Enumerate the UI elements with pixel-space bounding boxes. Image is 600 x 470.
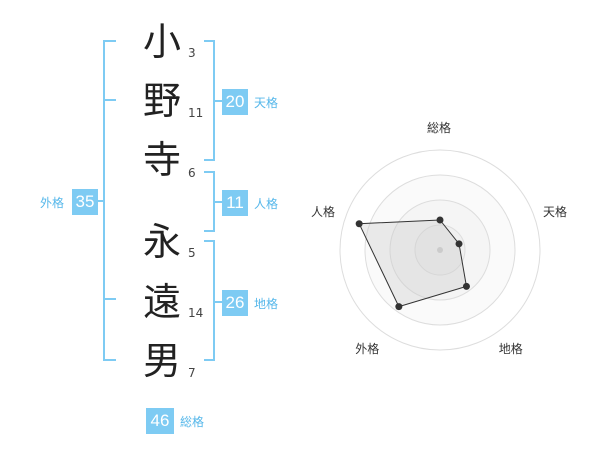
stroke-count-5: 14 bbox=[188, 306, 204, 320]
tenkaku-value: 20 bbox=[222, 89, 248, 115]
stroke-count-1: 3 bbox=[188, 46, 196, 60]
radar-axis-label-2: 天格 bbox=[543, 205, 568, 220]
soukaku-value: 46 bbox=[146, 408, 174, 434]
tenkaku-label: 天格 bbox=[254, 96, 279, 110]
radar-point-2 bbox=[455, 240, 463, 248]
soukaku-label: 総格 bbox=[180, 415, 205, 429]
radar-axis-label-1: 総格 bbox=[427, 121, 452, 135]
name-char-5: 遠 bbox=[142, 280, 181, 324]
radar-center bbox=[437, 247, 443, 253]
chikaku-bracket bbox=[204, 240, 215, 361]
name-char-3: 寺 bbox=[142, 138, 181, 182]
stroke-count-4: 5 bbox=[188, 246, 196, 260]
radar-point-5 bbox=[355, 220, 363, 228]
jinkaku-label: 人格 bbox=[254, 197, 279, 211]
name-char-4: 永 bbox=[142, 220, 181, 264]
stroke-count-6: 7 bbox=[188, 366, 196, 380]
radar-polygon bbox=[358, 219, 468, 308]
stroke-count-2: 11 bbox=[188, 106, 204, 120]
radar-axis-label-5: 人格 bbox=[310, 205, 335, 220]
name-char-6: 男 bbox=[142, 339, 181, 383]
radar-axis-label-4: 外格 bbox=[355, 341, 380, 356]
name-char-1: 小 bbox=[142, 20, 181, 64]
gaikaku-value: 35 bbox=[72, 189, 98, 215]
stroke-count-3: 6 bbox=[188, 166, 196, 180]
gaikaku-label: 外格 bbox=[40, 196, 65, 210]
chikaku-value: 26 bbox=[222, 290, 248, 316]
jinkaku-value: 11 bbox=[222, 190, 248, 216]
radar-axis-label-3: 地格 bbox=[498, 341, 523, 356]
name-char-2: 野 bbox=[142, 79, 181, 123]
radar-point-1 bbox=[436, 216, 444, 224]
radar-point-3 bbox=[462, 282, 470, 290]
radar-point-4 bbox=[395, 303, 403, 311]
chikaku-label: 地格 bbox=[254, 297, 279, 311]
